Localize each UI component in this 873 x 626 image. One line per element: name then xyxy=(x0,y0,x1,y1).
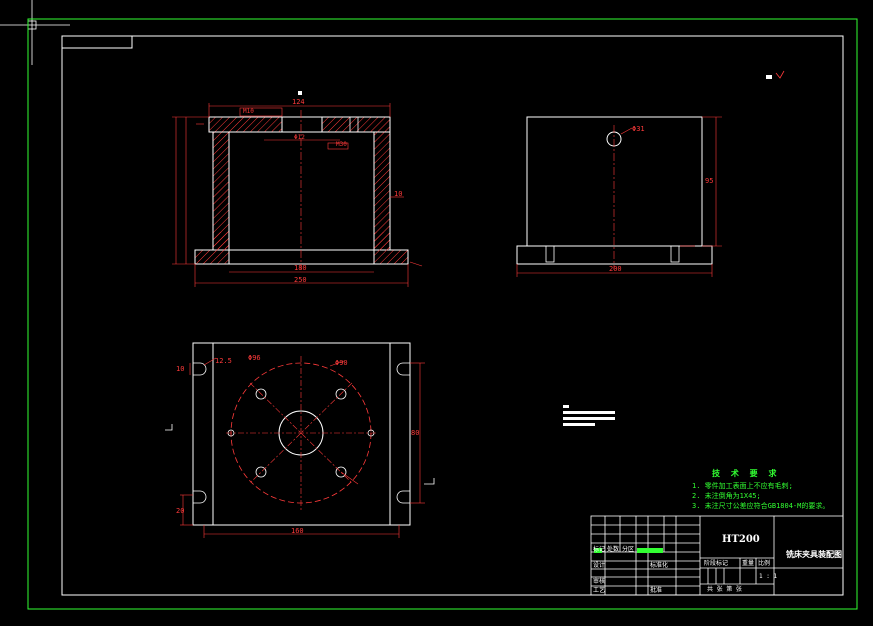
side-body xyxy=(526,116,703,247)
title-block-fill-bar xyxy=(637,548,663,553)
roughness-marker xyxy=(766,75,772,79)
top-view xyxy=(165,342,435,538)
legend-block xyxy=(563,405,615,426)
frame-code-box xyxy=(61,35,133,49)
top-plate-right xyxy=(321,116,391,133)
view-marker xyxy=(298,91,302,95)
drawing-frame xyxy=(61,35,844,596)
title-block xyxy=(590,515,844,596)
side-view xyxy=(516,116,722,277)
side-base xyxy=(516,245,713,265)
top-plate-left xyxy=(208,116,283,133)
top-base xyxy=(192,342,411,526)
sheet-border xyxy=(27,18,858,610)
right-foot xyxy=(373,232,409,265)
cursor-crosshair xyxy=(0,0,70,65)
top-body xyxy=(212,342,391,526)
roughness-symbol xyxy=(775,70,785,79)
left-foot xyxy=(194,232,230,265)
front-section-view xyxy=(172,103,423,287)
